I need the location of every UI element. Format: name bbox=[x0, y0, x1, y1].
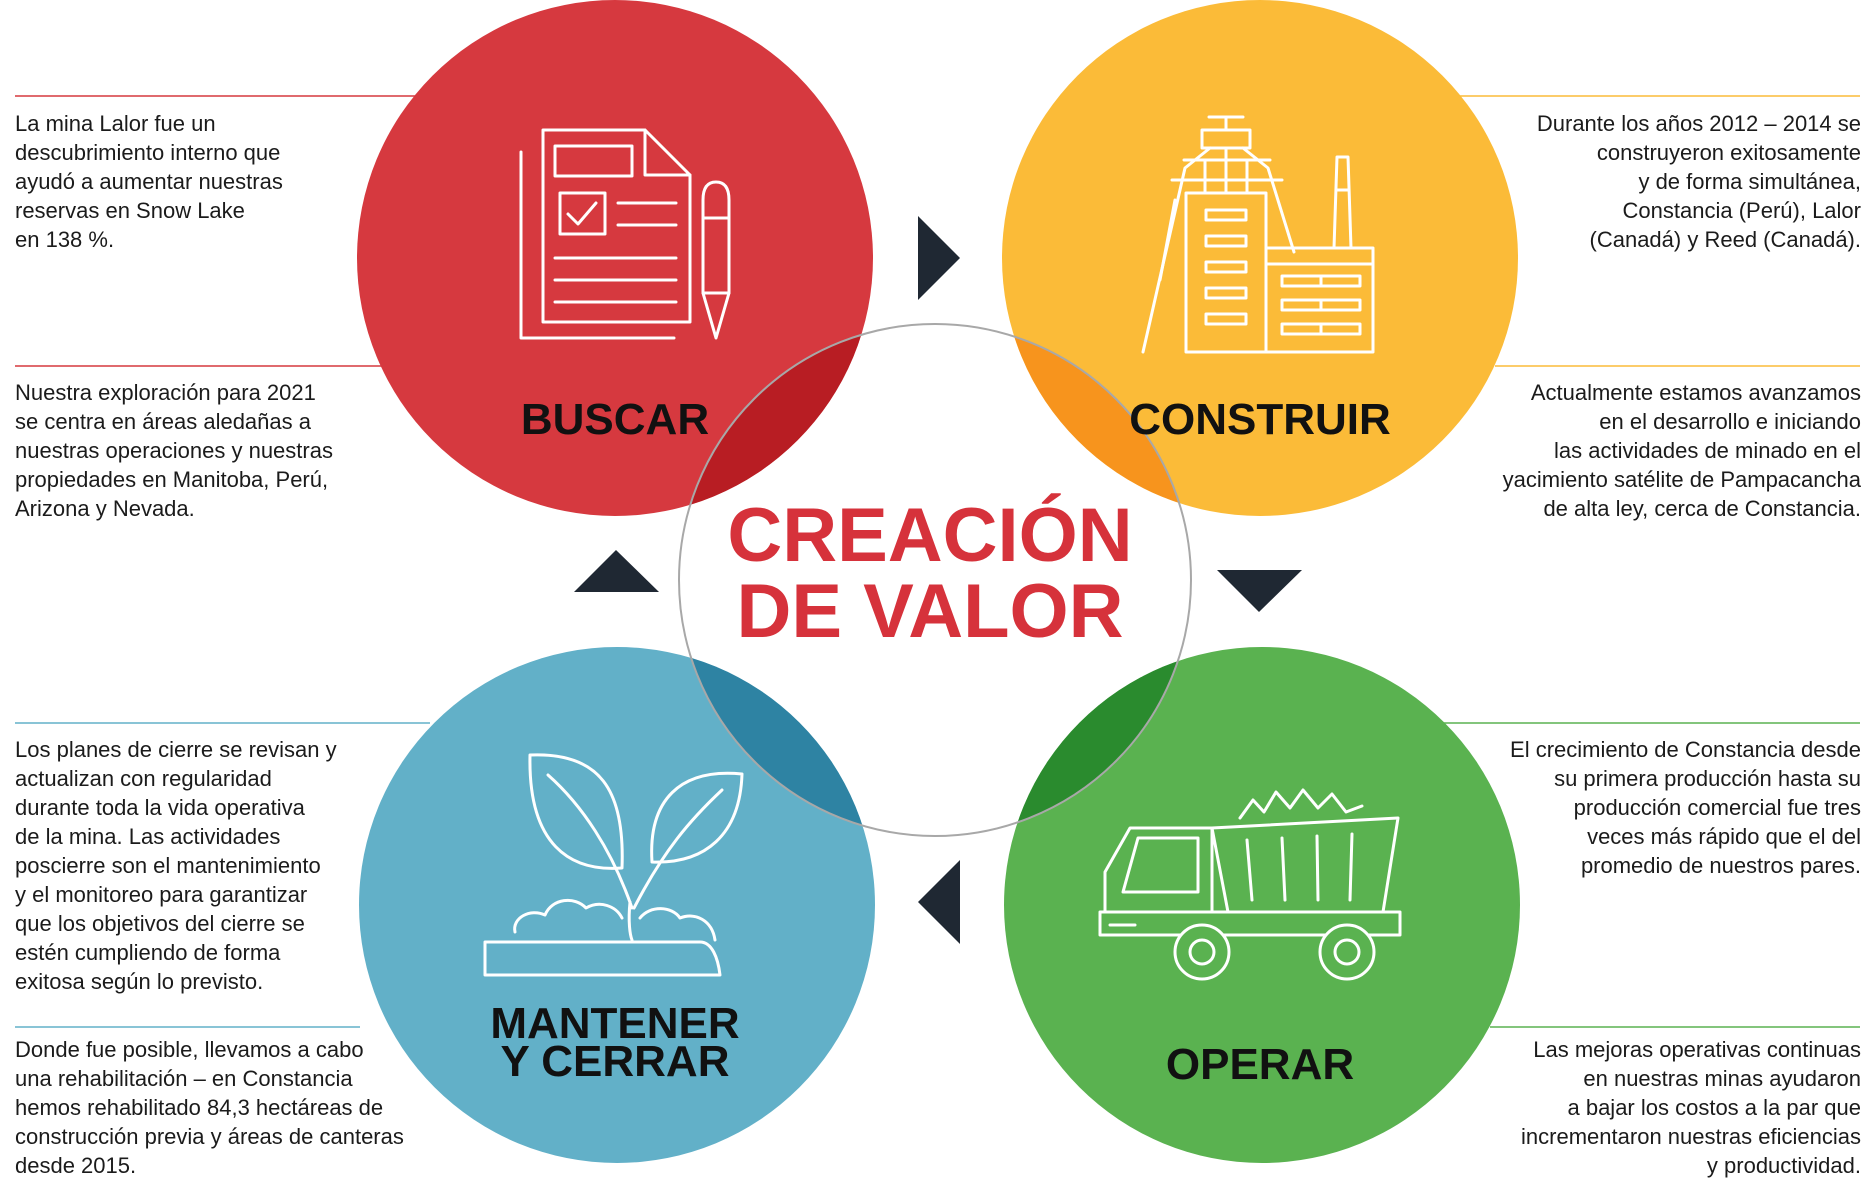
sprout-icon bbox=[483, 753, 744, 977]
arrow-down-icon bbox=[1217, 570, 1302, 612]
arrow-left-icon bbox=[918, 860, 960, 944]
mantener-text-top: Los planes de cierre se revisan y actual… bbox=[15, 737, 337, 994]
mantener-text-bottom: Donde fue posible, llevamos a cabo una r… bbox=[15, 1037, 404, 1178]
diagram-title: CREACIÓN DE VALOR bbox=[727, 493, 1133, 654]
buscar-label: BUSCAR bbox=[520, 395, 710, 444]
construir-text-top: Durante los años 2012 – 2014 se construy… bbox=[1536, 111, 1861, 252]
dump-truck-icon bbox=[1098, 788, 1402, 981]
buscar-text-top: La mina Lalor fue un descubrimiento inte… bbox=[15, 111, 283, 252]
construir-circle bbox=[1002, 0, 1518, 516]
construir-label: CONSTRUIR bbox=[1129, 395, 1391, 444]
operar-text-top: El crecimiento de Constancia desde su pr… bbox=[1510, 737, 1861, 878]
buscar-text-bottom: Nuestra exploración para 2021 se centra … bbox=[15, 380, 333, 521]
operar-label: OPERAR bbox=[1165, 1040, 1355, 1089]
mine-headframe-icon bbox=[1141, 115, 1375, 354]
arrow-right-icon bbox=[918, 216, 960, 300]
operar-text-bottom: Las mejoras operativas continuas en nues… bbox=[1521, 1037, 1861, 1178]
arrow-up-icon bbox=[574, 550, 659, 592]
construir-text-bottom: Actualmente estamos avanzamos en el desa… bbox=[1502, 380, 1861, 521]
mantener-label: MANTENER Y CERRAR bbox=[490, 999, 740, 1086]
mantener-circle bbox=[359, 647, 875, 1163]
separator-lines bbox=[15, 95, 1860, 1028]
center-circle bbox=[678, 323, 1192, 837]
operar-circle bbox=[1004, 647, 1520, 1163]
document-pencil-icon bbox=[519, 128, 731, 340]
